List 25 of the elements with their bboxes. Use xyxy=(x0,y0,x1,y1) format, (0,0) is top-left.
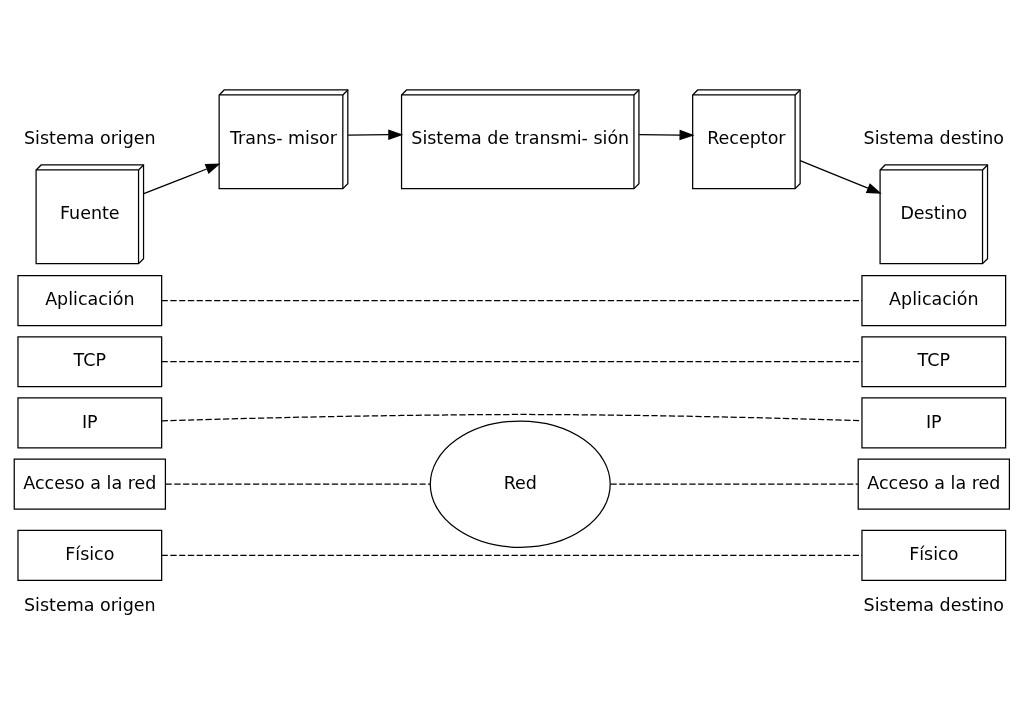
node-box: Acceso a la red xyxy=(13,458,166,510)
node-box: TCP xyxy=(860,336,1006,388)
node-box: Aplicación xyxy=(860,274,1006,327)
node-box: Físico xyxy=(860,529,1006,582)
connector xyxy=(164,483,431,485)
node-box: IP xyxy=(16,397,162,449)
connector xyxy=(160,299,863,302)
node-box: Físico xyxy=(16,529,162,582)
connector xyxy=(160,413,862,422)
node-box: IP xyxy=(860,397,1006,449)
node-box: Acceso a la red xyxy=(857,458,1010,510)
connector xyxy=(160,554,863,557)
node-box: Aplicación xyxy=(16,274,162,327)
label: Sistema destino xyxy=(863,127,1004,148)
label: Sistema destino xyxy=(863,595,1004,616)
connector xyxy=(609,483,859,485)
arrow xyxy=(347,129,403,140)
node-ellipse: Red xyxy=(429,420,611,548)
node-box: TCP xyxy=(16,336,162,388)
label: Sistema origen xyxy=(23,127,156,148)
arrow xyxy=(799,160,882,194)
arrow xyxy=(142,163,221,195)
label: Sistema origen xyxy=(23,595,156,616)
arrow xyxy=(638,129,695,141)
connector xyxy=(160,361,863,363)
